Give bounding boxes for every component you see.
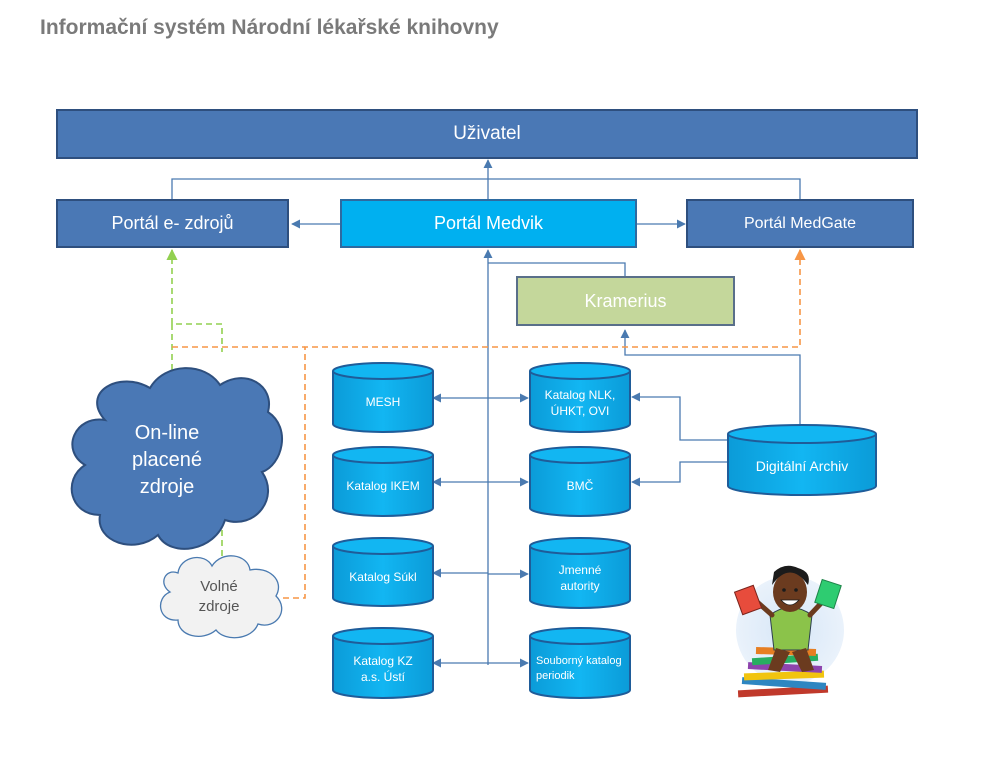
box-portal-medgate: Portál MedGate bbox=[686, 199, 914, 248]
connector-ezdroju-uzivatel bbox=[171, 178, 488, 199]
db-katalog-ikem-label: Katalog IKEM bbox=[346, 478, 420, 493]
box-uzivatel: Uživatel bbox=[56, 109, 918, 159]
cylinder-digitalni-archiv bbox=[727, 424, 877, 496]
db-katalog-kz-label: Katalog KZ a.s. Ústí bbox=[353, 653, 413, 684]
dashed-green-online bbox=[171, 323, 223, 390]
cloud-volne bbox=[160, 555, 283, 639]
cylinder-katalog-sukl bbox=[332, 537, 434, 607]
db-mesh-label: MESH bbox=[365, 394, 401, 409]
connector-kramerius-medvik bbox=[488, 262, 626, 276]
cloud-volne-label: Volné zdroje bbox=[198, 577, 240, 615]
cylinder-mesh bbox=[332, 362, 434, 433]
db-digitalni-archiv-label: Digitální Archiv bbox=[755, 457, 849, 474]
diagram-title: Informační systém Národní lékařské kniho… bbox=[40, 16, 499, 39]
connector-archiv-bmc bbox=[631, 461, 728, 487]
box-portal-medvik: Portál Medvik bbox=[340, 199, 637, 248]
box-portal-medgate-label: Portál MedGate bbox=[743, 214, 857, 232]
connectors-top bbox=[171, 159, 801, 668]
cylinder-katalog-kz bbox=[332, 627, 434, 699]
db-katalog-nlk-label: Katalog NLK, ÚHKT, OVI bbox=[544, 387, 616, 418]
cylinder-bmc bbox=[529, 446, 631, 517]
db-katalog-sukl-label: Katalog Súkl bbox=[349, 569, 417, 584]
cloud-online-label: On-line placené zdroje bbox=[131, 421, 203, 498]
box-portal-ezdroju-label: Portál e- zdrojů bbox=[111, 213, 234, 233]
db-bmc-label: BMČ bbox=[566, 478, 594, 493]
connector-archiv-kramerius bbox=[620, 329, 801, 428]
box-portal-ezdroju: Portál e- zdrojů bbox=[56, 199, 289, 248]
box-portal-medvik-label: Portál Medvik bbox=[433, 213, 544, 233]
connector-medgate-uzivatel bbox=[488, 178, 801, 199]
cloud-online bbox=[70, 367, 284, 550]
box-uzivatel-label: Uživatel bbox=[453, 123, 521, 144]
cylinder-souborny-katalog bbox=[529, 627, 631, 699]
box-kramerius-label: Kramerius bbox=[584, 290, 667, 311]
db-souborny-katalog-label: Souborný katalog periodik bbox=[536, 655, 622, 682]
reader-clipart-icon bbox=[733, 565, 844, 698]
cylinder-katalog-ikem bbox=[332, 446, 434, 517]
connectors-dashed bbox=[166, 248, 806, 599]
cylinder-jmenne-autority bbox=[529, 537, 631, 609]
db-jmenne-autority-label: Jmenné autority bbox=[558, 562, 602, 593]
connector-archiv-nlk bbox=[631, 392, 728, 441]
cylinder-katalog-nlk bbox=[529, 362, 631, 433]
box-kramerius: Kramerius bbox=[516, 276, 735, 326]
